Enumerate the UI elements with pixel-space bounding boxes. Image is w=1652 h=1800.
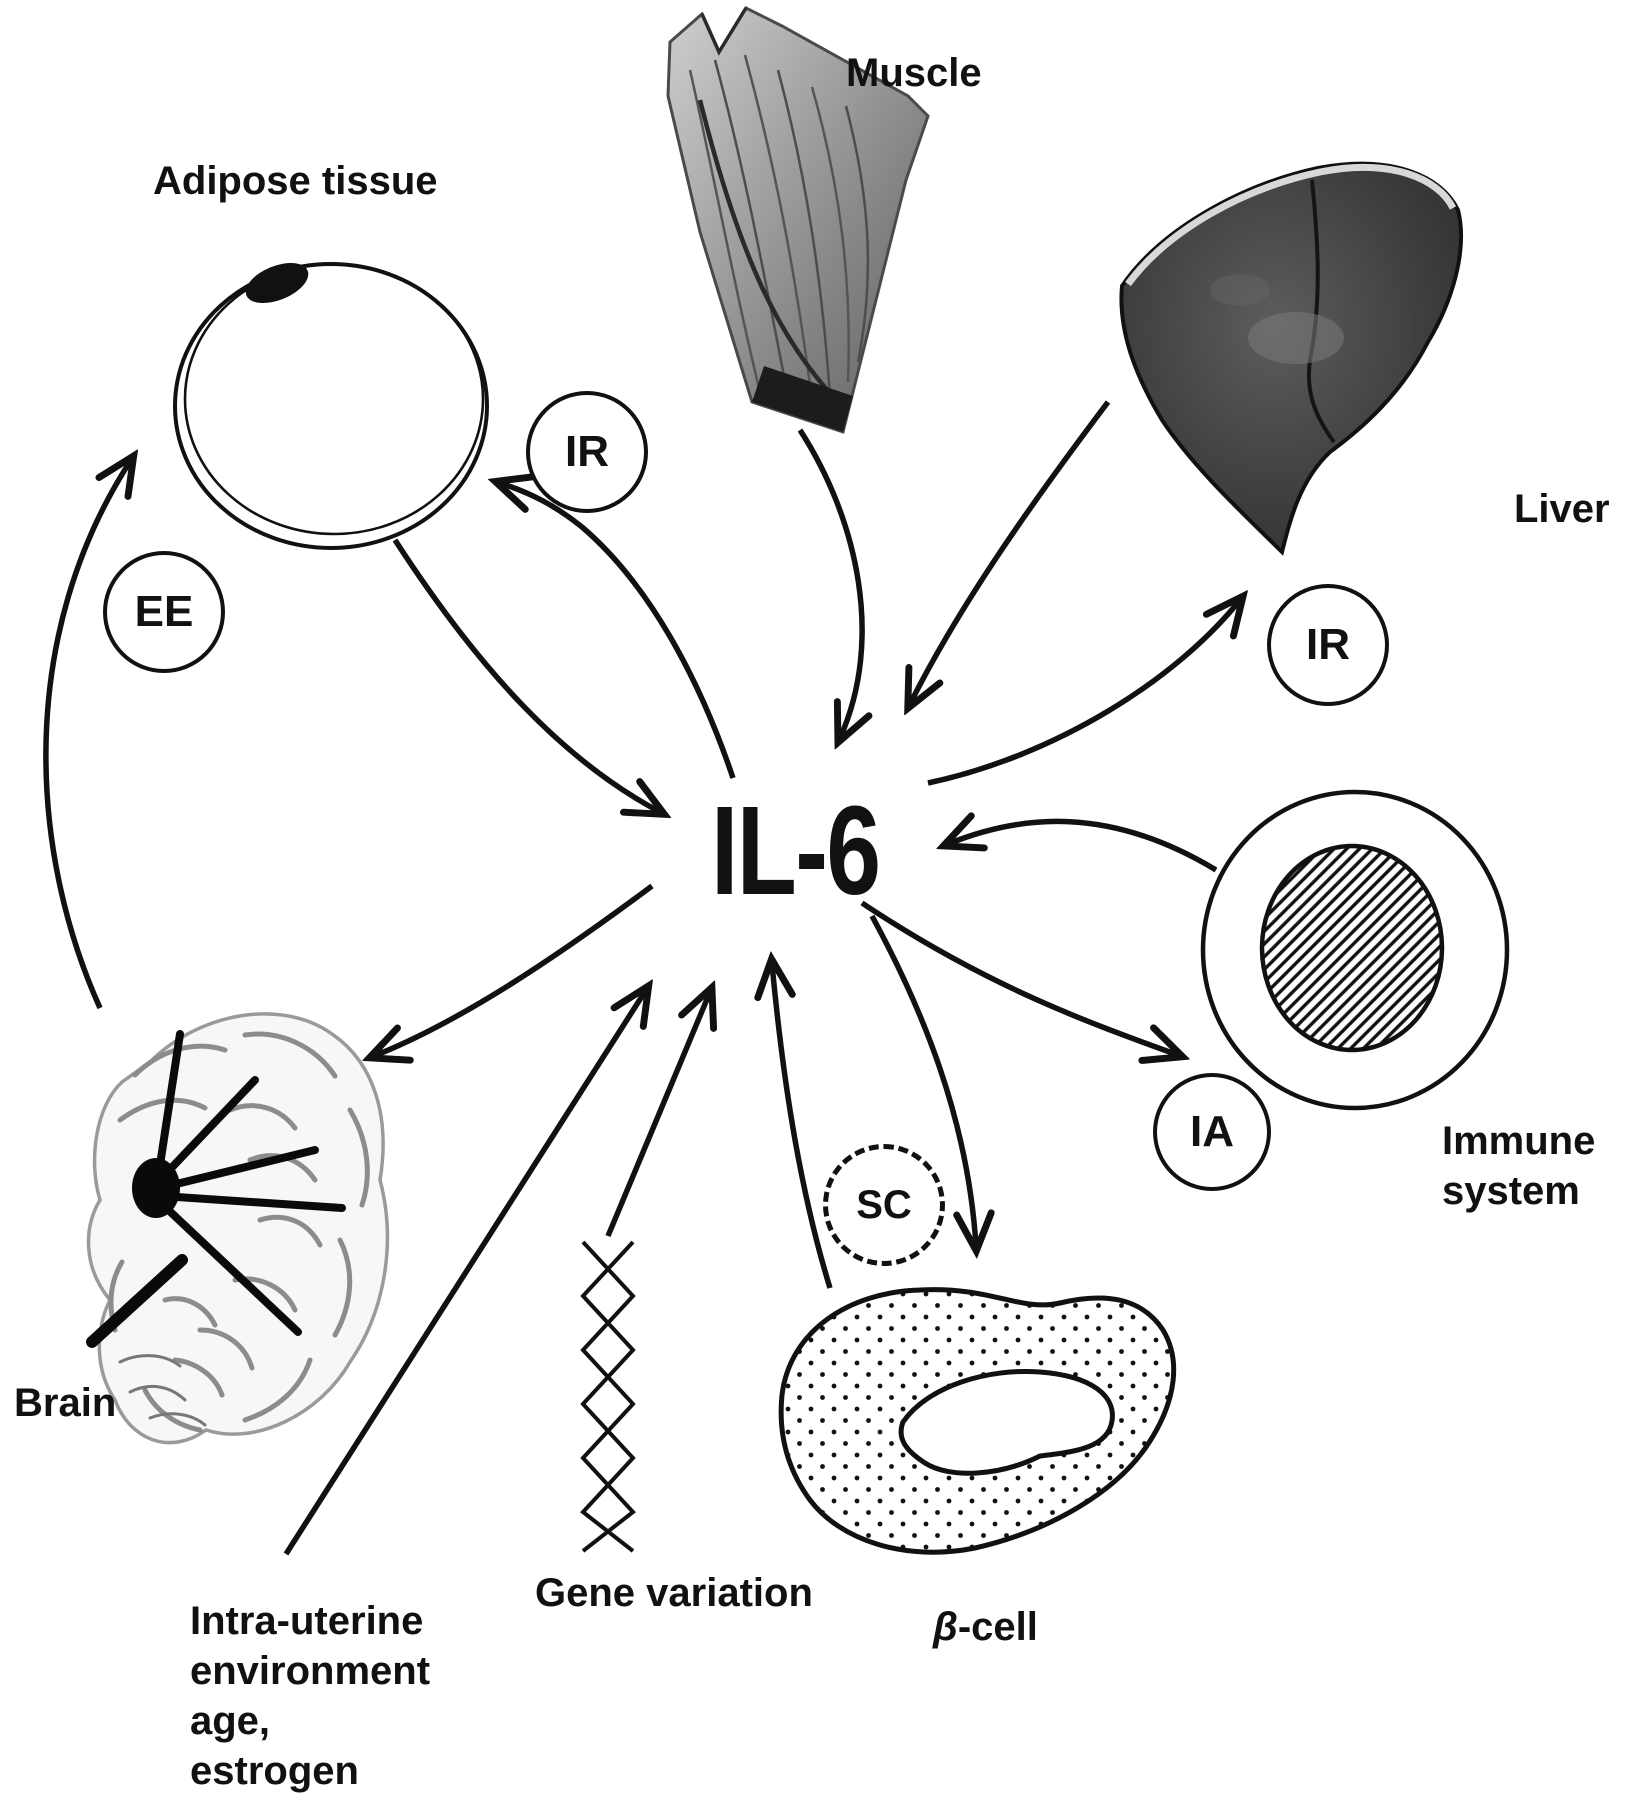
il6-center-label: IL-6: [711, 780, 881, 921]
immune-system-label: Immune system: [1442, 1116, 1595, 1216]
ia-badge: IA: [1153, 1073, 1271, 1191]
arrow-liver-to-il6: [910, 400, 1111, 704]
beta-cell-icon: [778, 1287, 1177, 1555]
adipose-tissue-label: Adipose tissue: [153, 159, 438, 203]
beta-cell-suffix: -cell: [957, 1605, 1038, 1649]
arrow-gene-to-il6: [605, 992, 710, 1238]
arrows: [43, 400, 1240, 1556]
intrauterine-line-2: environment: [190, 1649, 431, 1693]
immune-system-label-line1: Immune: [1442, 1119, 1596, 1163]
adipose-cell-icon: [173, 262, 489, 550]
intrauterine-line-3: age,: [190, 1699, 271, 1743]
intrauterine-line-1: Intra-uterine: [190, 1599, 424, 1643]
sc-badge: SC: [823, 1144, 945, 1266]
intrauterine-label: Intra-uterine environment age, estrogen: [190, 1596, 430, 1796]
liver-icon: [1119, 161, 1463, 556]
immune-system-label-line2: system: [1442, 1169, 1580, 1213]
intrauterine-line-4: estrogen: [190, 1749, 359, 1793]
arrow-muscle-to-il6: [797, 428, 862, 738]
muscle-icon: [666, 6, 930, 434]
arrow-il6-to-betacell: [869, 914, 976, 1246]
ir-adipose-badge: IR: [526, 391, 648, 513]
arrow-adipose-to-il6: [392, 538, 660, 812]
arrow-brain-to-adipose: [43, 460, 131, 1010]
beta-cell-label: β-cell: [933, 1604, 1038, 1650]
arrow-il6-to-brain: [374, 883, 654, 1056]
liver-label: Liver: [1514, 487, 1610, 531]
beta-symbol: β: [933, 1605, 958, 1649]
ee-badge: EE: [103, 551, 225, 673]
arrow-il6-to-adipose: [500, 483, 736, 779]
dna-icon: [580, 1240, 636, 1553]
brain-label: Brain: [14, 1381, 117, 1425]
ir-liver-badge: IR: [1267, 584, 1389, 706]
arrow-immune-to-il6: [948, 821, 1218, 873]
immune-cell-icon: [1200, 789, 1510, 1111]
brain-icon: [86, 1012, 390, 1445]
arrow-il6-to-immune: [860, 900, 1178, 1055]
arrow-il6-to-liver: [927, 600, 1240, 786]
gene-variation-label: Gene variation: [535, 1571, 813, 1615]
arrow-betacell-to-il6: [772, 964, 833, 1289]
muscle-label: Muscle: [846, 51, 982, 95]
arrow-intrauterine-to-il6: [283, 990, 646, 1556]
